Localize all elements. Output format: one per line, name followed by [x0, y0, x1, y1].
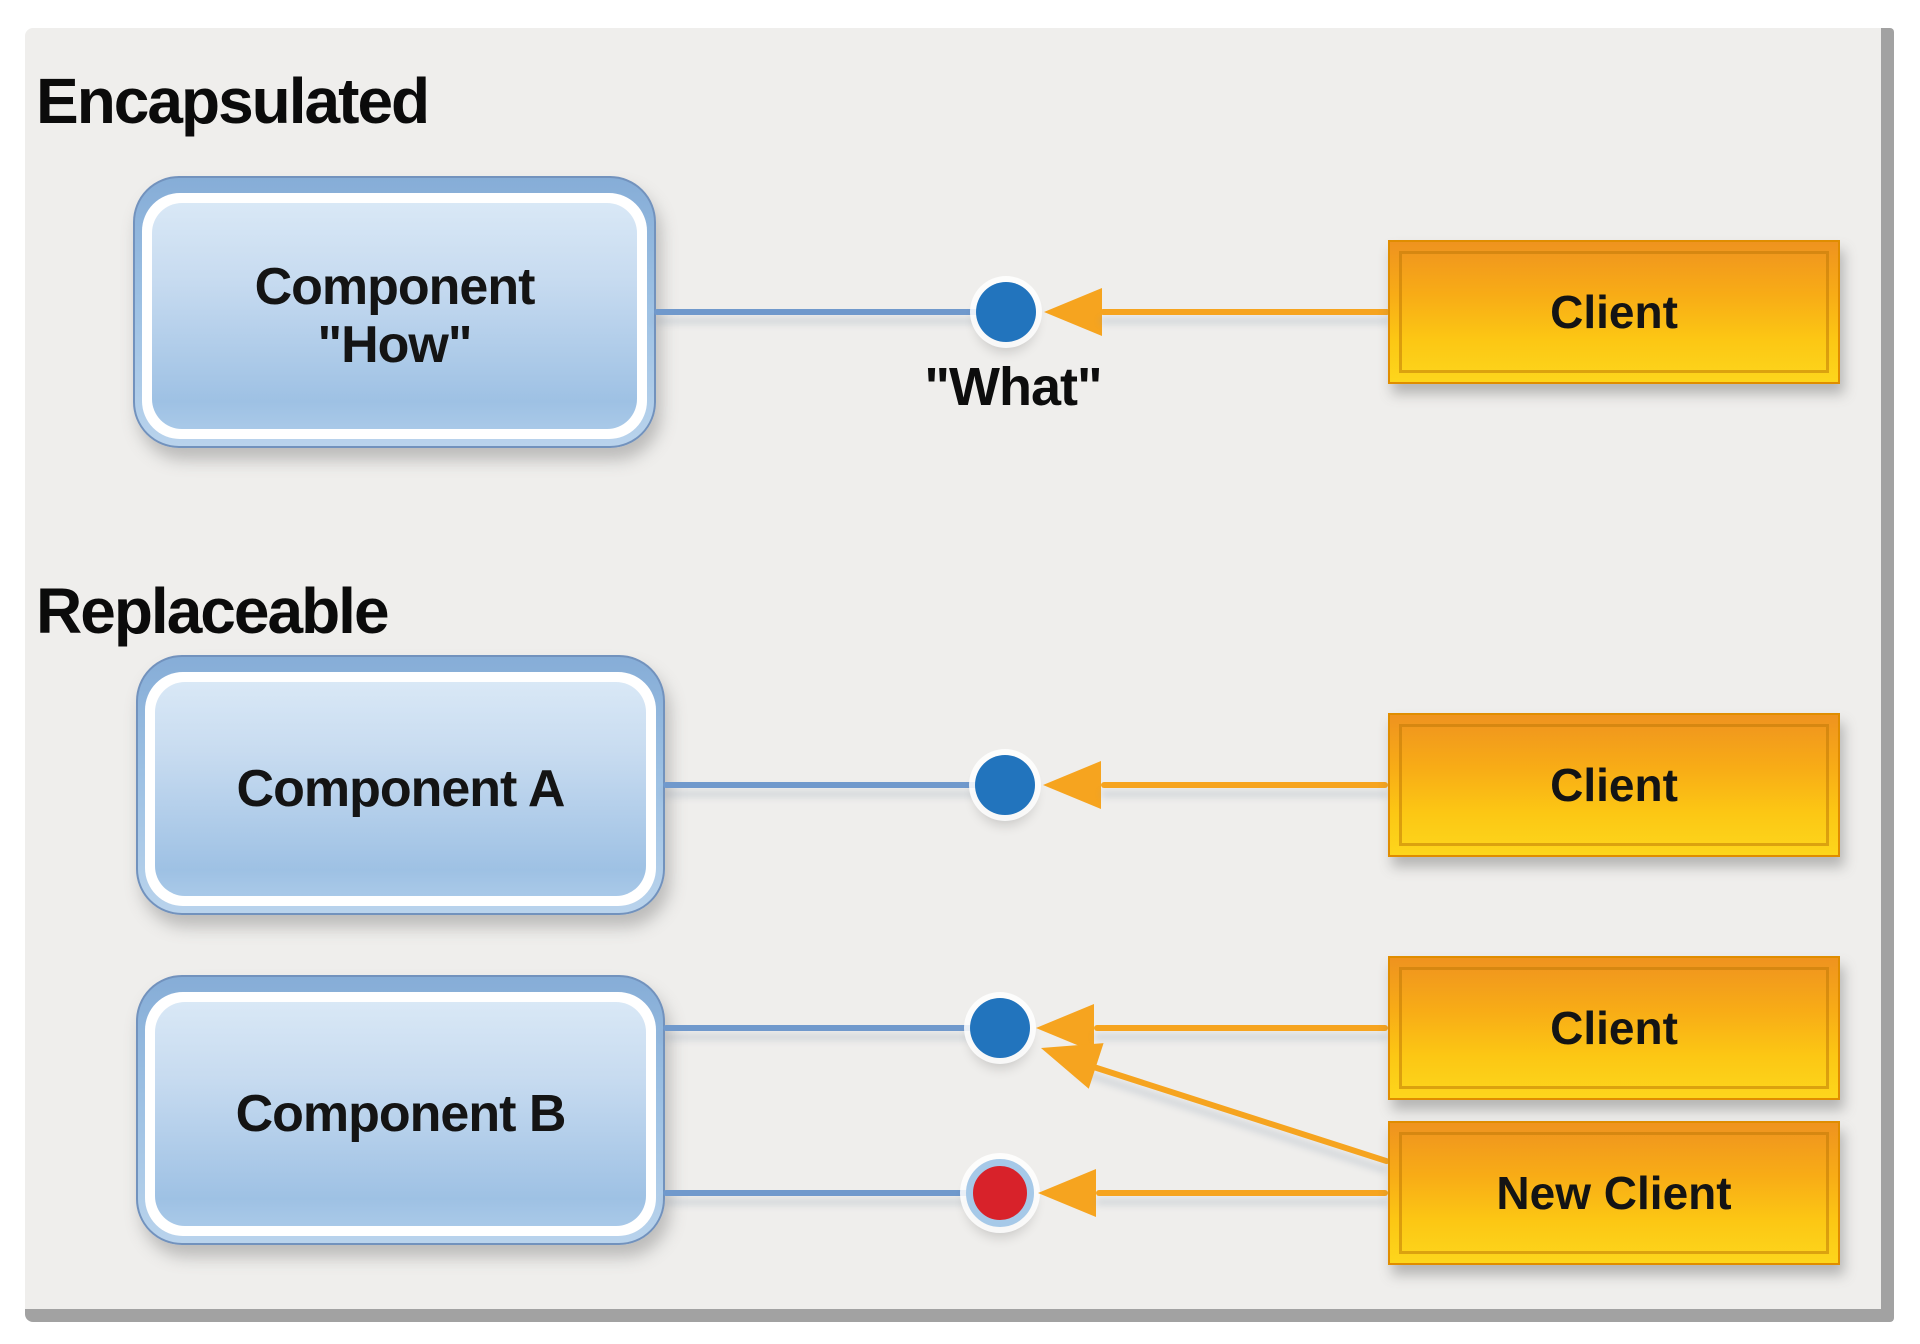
component-how-label-line2: "How": [317, 316, 472, 374]
component-how-face: Component "How": [152, 203, 637, 429]
interface-dot-a: [975, 755, 1035, 815]
client1-box: Client: [1388, 240, 1840, 384]
connector-a-interface-line: [663, 782, 1005, 788]
connector-b-blue-interface-line: [663, 1025, 1000, 1031]
component-b-face: Component B: [155, 1002, 646, 1226]
client3-label: Client: [1550, 1002, 1678, 1054]
component-a-box: Component A: [136, 655, 665, 915]
interface-dot-what: [976, 282, 1036, 342]
connector-b-red-interface-line: [663, 1190, 1000, 1196]
client2-box: Client: [1388, 713, 1840, 857]
arrow-left-icon-client1: [1044, 288, 1102, 336]
component-how-label-line1: Component: [254, 257, 536, 316]
interface-dot-b-blue: [970, 998, 1030, 1058]
client1-inner-frame: [1399, 251, 1829, 373]
new-client-inner-frame: [1399, 1132, 1829, 1254]
connector-how-interface-line: [654, 309, 1002, 315]
component-b-label: Component B: [235, 1084, 567, 1143]
arrow-left-icon-newclient: [1038, 1169, 1096, 1217]
client2-inner-frame: [1399, 724, 1829, 846]
client1-label: Client: [1550, 286, 1678, 338]
new-client-label: New Client: [1496, 1167, 1732, 1219]
client3-inner-frame: [1399, 967, 1829, 1089]
connector-client1-line: [1100, 309, 1390, 315]
component-a-label: Component A: [236, 759, 566, 818]
section-title-encapsulated: Encapsulated: [36, 65, 430, 137]
component-b-box: Component B: [136, 975, 665, 1245]
section-title-replaceable: Replaceable: [36, 575, 390, 647]
connector-client3-line: [1094, 1025, 1388, 1031]
component-how-box: Component "How": [133, 176, 656, 448]
connector-client2-line: [1101, 782, 1388, 788]
new-client-box: New Client: [1388, 1121, 1840, 1265]
interface-dot-b-red: [966, 1159, 1034, 1227]
component-a-face: Component A: [155, 682, 646, 896]
connector-newclient-line: [1096, 1190, 1388, 1196]
what-interface-label: "What": [924, 357, 1102, 417]
client3-box: Client: [1388, 956, 1840, 1100]
arrow-left-icon-client3: [1036, 1004, 1094, 1052]
client2-label: Client: [1550, 759, 1678, 811]
arrow-left-icon-client2: [1043, 761, 1101, 809]
